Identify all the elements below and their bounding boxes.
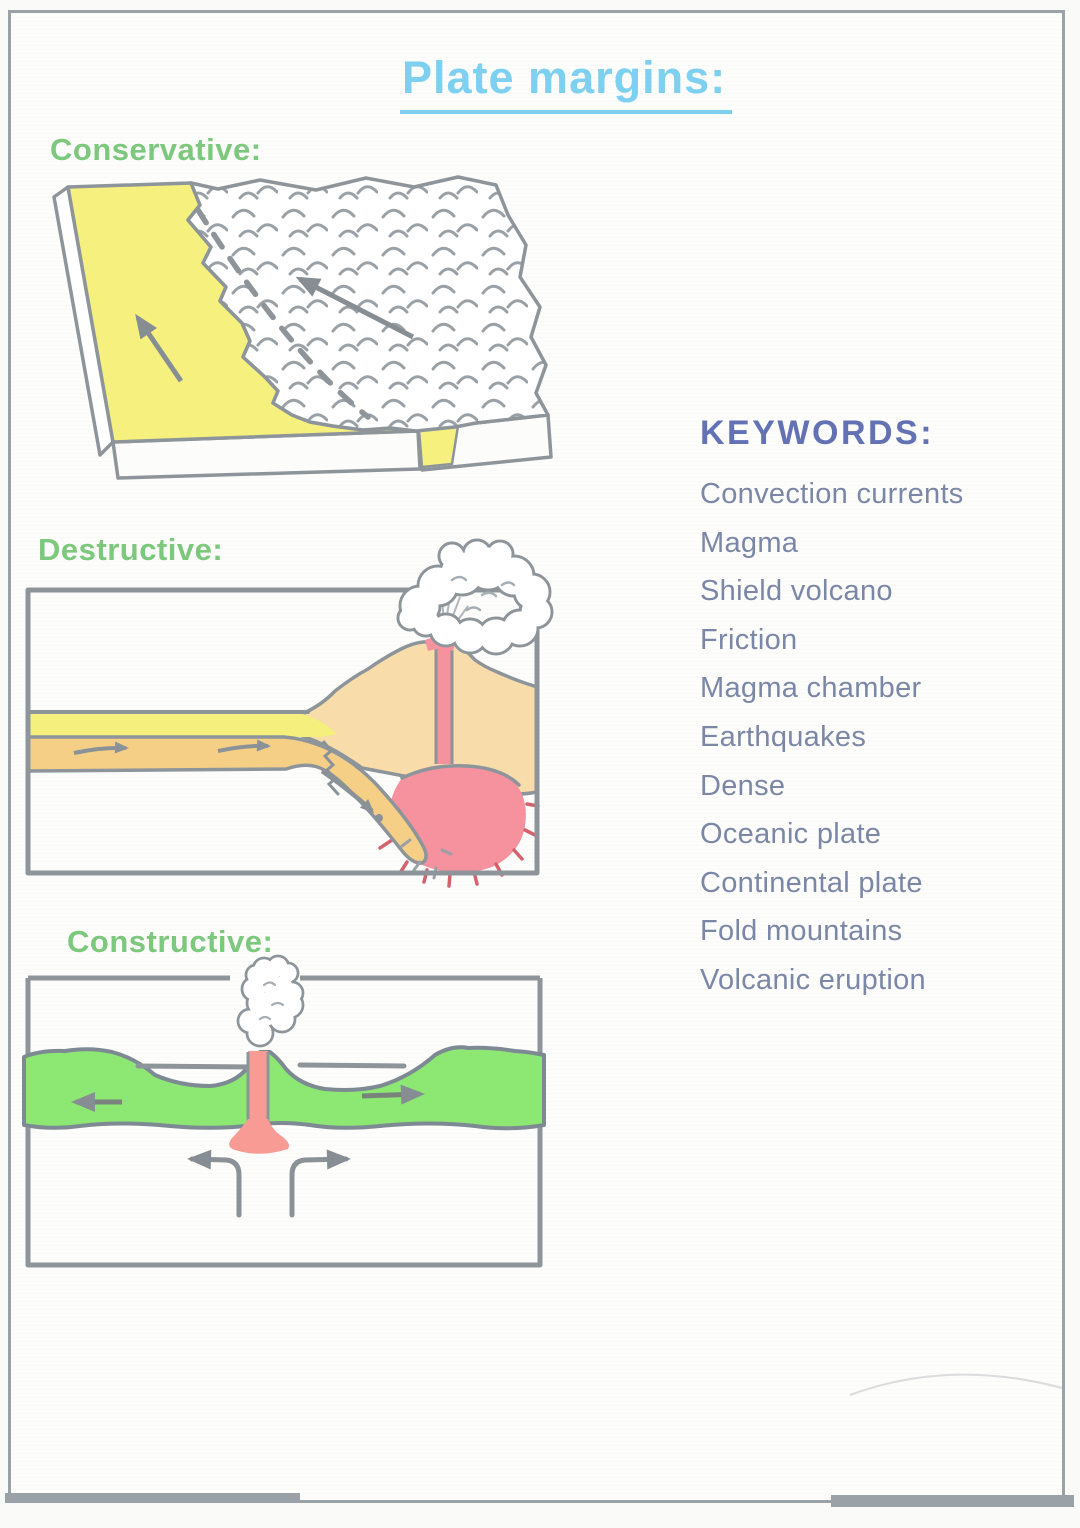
eruption-cloud <box>396 538 554 656</box>
subduction-drag-arrow <box>320 769 375 814</box>
crust-motion-arrow-right <box>361 1084 425 1105</box>
oceanic-crust-yellow-layer <box>28 714 337 737</box>
sea-level-line-left <box>135 1063 259 1070</box>
magma-flare <box>229 1119 289 1154</box>
keyword-item: Continental plate <box>700 866 923 899</box>
keywords-list: Convection currents Magma Shield volcano… <box>700 470 964 1005</box>
plate-motion-arrow-2 <box>217 739 271 753</box>
sea-level-line-right <box>297 1062 407 1069</box>
keyword-item: Volcanic eruption <box>700 963 926 996</box>
page-bottom-edge-right <box>831 1495 1074 1507</box>
diagram-box-border <box>25 587 540 876</box>
keyword-item: Oceanic plate <box>700 818 882 851</box>
plate-motion-arrow-left <box>135 313 184 383</box>
section-label-destructive: Destructive: <box>38 532 224 567</box>
keyword-item: Shield volcano <box>700 575 893 608</box>
keywords-heading: KEYWORDS: <box>700 414 935 452</box>
eruption-cloud <box>236 954 305 1048</box>
friction-zigzag <box>322 740 340 796</box>
keyword-item: Convection currents <box>700 478 964 510</box>
oceanic-crust-green <box>22 1045 546 1131</box>
plate-motion-arrow-1 <box>73 741 129 755</box>
yellow-sliver <box>417 424 460 469</box>
conservative-margin-diagram <box>52 175 553 480</box>
volcano-conduit <box>436 644 452 764</box>
page-title: Plate margins: <box>400 52 733 114</box>
convection-current-arrow-left <box>187 1149 242 1218</box>
magma-conduit-walls <box>246 1052 270 1123</box>
subduction-drag-dot <box>375 814 383 822</box>
fault-dashed-line <box>195 207 371 420</box>
keyword-item: Magma chamber <box>700 672 922 705</box>
destructive-margin-diagram <box>25 538 554 888</box>
keyword-item: Fold mountains <box>700 915 903 948</box>
convection-current-arrow-right <box>289 1149 351 1218</box>
volcano-conduit-walls <box>434 646 454 764</box>
keyword-item: Earthquakes <box>700 720 867 753</box>
page-bottom-edge-left <box>5 1493 300 1503</box>
section-label-conservative: Conservative: <box>50 132 262 167</box>
keyword-item: Friction <box>700 623 798 656</box>
plate-motion-arrow-right <box>295 276 415 340</box>
constructive-margin-diagram <box>22 954 546 1268</box>
keyword-item: Dense <box>700 769 786 802</box>
magma-rising-conduit <box>248 1051 268 1125</box>
magma-chamber-top-outline <box>400 764 521 787</box>
keyword-item: Magma <box>700 526 799 559</box>
section-label-constructive: Constructive: <box>67 924 274 959</box>
